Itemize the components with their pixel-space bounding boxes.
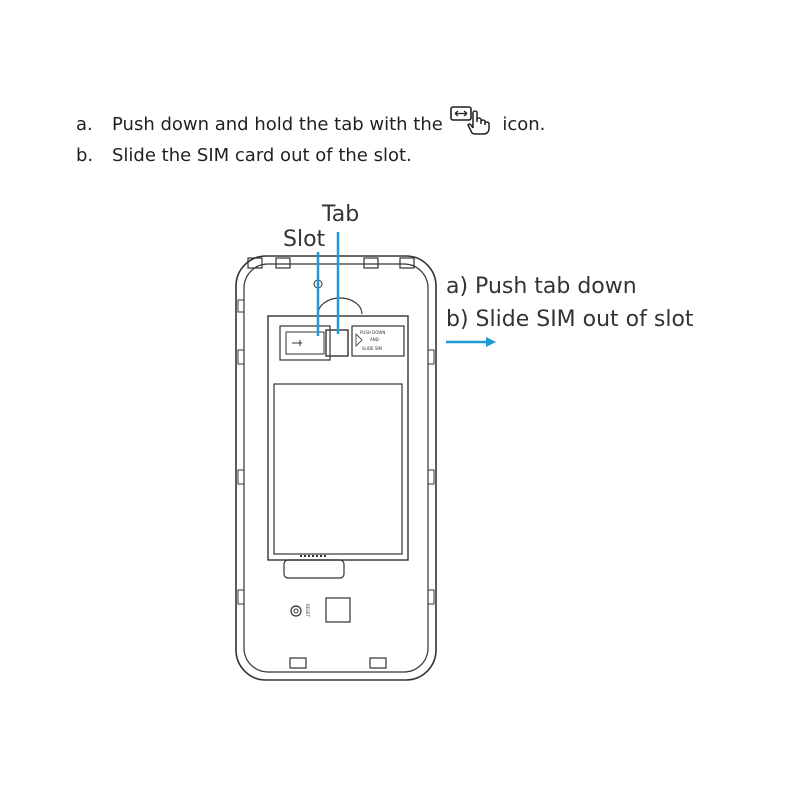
device-inner-shell bbox=[243, 263, 429, 673]
callout-push-tab: a) Push tab down bbox=[446, 274, 637, 299]
slot-label: Slot bbox=[283, 227, 326, 252]
reset-label: RESET bbox=[305, 604, 310, 617]
arrow-head-icon bbox=[486, 337, 496, 347]
label-square bbox=[325, 597, 351, 623]
battery-connector bbox=[283, 559, 345, 579]
battery-compartment bbox=[267, 315, 409, 561]
tray-text-1: PUSH DOWN bbox=[360, 330, 385, 335]
instruction-step-a: a. Push down and hold the tab with the ic… bbox=[76, 106, 545, 136]
tray-text-2: AND bbox=[370, 337, 379, 342]
step-letter: a. bbox=[76, 114, 93, 135]
battery-area bbox=[273, 383, 403, 555]
callout-slide-sim: b) Slide SIM out of slot bbox=[446, 307, 694, 332]
sim-release-hand-icon bbox=[449, 106, 490, 135]
device-outer-shell bbox=[235, 255, 437, 681]
step-text-end: icon. bbox=[502, 114, 546, 135]
sim-slot bbox=[279, 325, 331, 361]
step-text: Slide the SIM card out of the slot. bbox=[112, 145, 412, 166]
reset-button bbox=[290, 605, 302, 617]
tray-label-box bbox=[351, 325, 405, 357]
tray-text-3: SLIDE SIM bbox=[362, 346, 383, 351]
tab-label: Tab bbox=[322, 202, 360, 227]
step-letter: b. bbox=[76, 145, 94, 166]
instruction-step-b: b. Slide the SIM card out of the slot. bbox=[76, 145, 412, 167]
step-text: Push down and hold the tab with the bbox=[112, 114, 443, 135]
